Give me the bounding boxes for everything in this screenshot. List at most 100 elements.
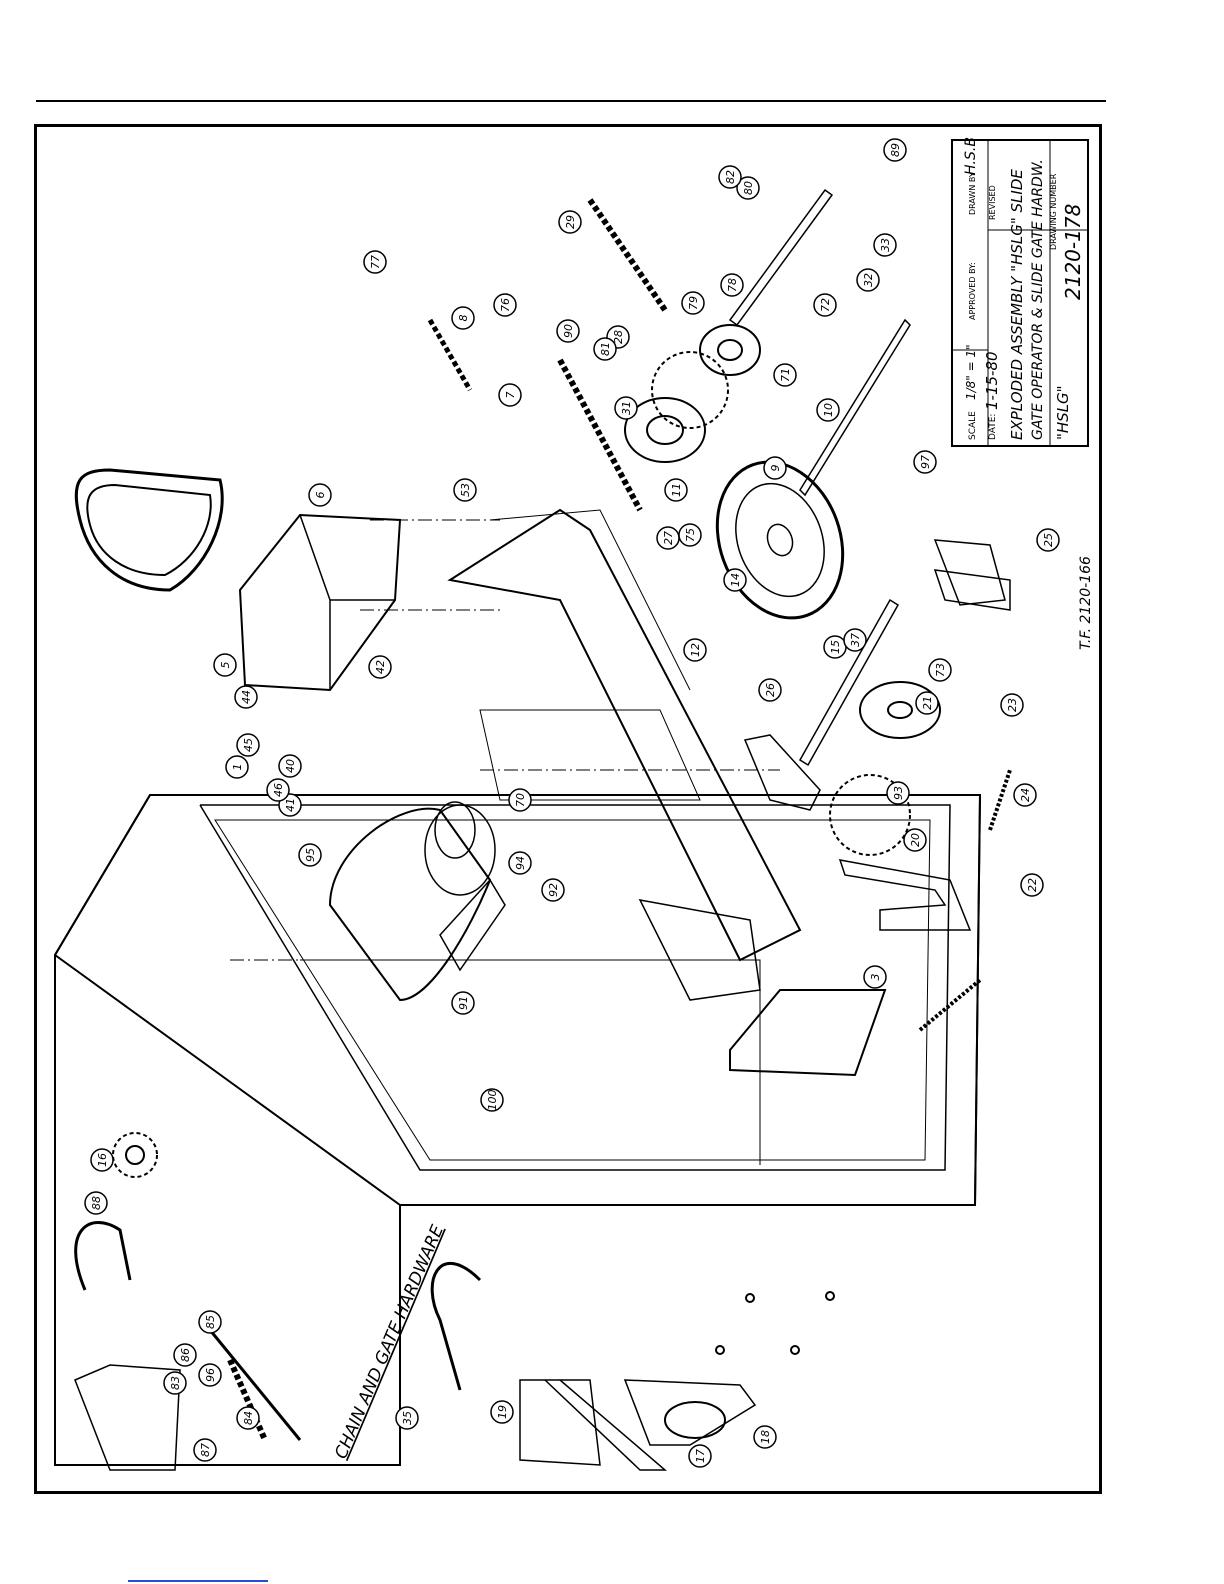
callout-16: 16 [90, 1148, 114, 1172]
base-18 [623, 1379, 757, 1446]
date-label: DATE: [988, 414, 998, 440]
scale-label: SCALE [968, 411, 978, 440]
callout-label: 16 [96, 1153, 109, 1167]
callout-label: 82 [724, 170, 737, 184]
callout-label: 46 [272, 783, 285, 797]
callout-label: 20 [909, 833, 922, 847]
callout-82: 82 [718, 165, 742, 189]
motor-pulley-94 [434, 801, 476, 859]
callout-20: 20 [903, 828, 927, 852]
enclosure-outline [54, 794, 982, 1466]
callout-27: 27 [656, 526, 680, 550]
callout-label: 92 [547, 883, 560, 897]
callout-label: 87 [199, 1443, 212, 1457]
drawing-frame [34, 124, 1102, 1494]
callout-label: 85 [204, 1315, 217, 1329]
callout-label: 81 [599, 342, 612, 356]
callout-label: 15 [829, 640, 842, 654]
enclosure-edges [54, 794, 981, 1206]
callout-79: 79 [681, 291, 705, 315]
callout-label: 7 [504, 392, 517, 399]
callout-label: 28 [612, 330, 625, 344]
callout-label: 17 [694, 1449, 707, 1463]
u-bolt-88 [74, 1221, 132, 1291]
hub-21 [859, 681, 941, 739]
callout-81: 81 [593, 337, 617, 361]
callout-37: 37 [843, 628, 867, 652]
callout-label: 40 [284, 759, 297, 773]
callout-91: 91 [451, 991, 475, 1015]
footer-link-underline[interactable] [128, 1580, 268, 1582]
callout-label: 32 [862, 273, 875, 287]
callout-32: 32 [856, 268, 880, 292]
callout-83: 83 [163, 1371, 187, 1395]
callout-label: 86 [179, 1348, 192, 1362]
callout-label: 100 [486, 1090, 499, 1111]
callout-8: 8 [451, 306, 475, 330]
callout-label: 8 [457, 315, 470, 322]
callout-label: 89 [889, 143, 902, 157]
callout-25: 25 [1036, 528, 1060, 552]
top-rule [36, 100, 1106, 102]
callout-label: 75 [684, 528, 697, 542]
enclosure-inner-rim [199, 804, 951, 1171]
hardware-label: CHAIN AND GATE HARDWARE [331, 1222, 448, 1462]
callout-73: 73 [928, 658, 952, 682]
callout-label: 94 [514, 856, 527, 870]
callout-33: 33 [873, 233, 897, 257]
callout-label: 9 [769, 465, 782, 472]
callout-11: 11 [664, 478, 688, 502]
title-line1: EXPLODED ASSEMBLY "HSLG" SLIDE [1008, 169, 1026, 440]
callout-9: 9 [763, 456, 787, 480]
callout-label: 88 [90, 1196, 103, 1210]
sprocket-20 [829, 774, 911, 856]
sprocket-16 [112, 1132, 158, 1178]
callout-90: 90 [556, 319, 580, 343]
callout-label: 1 [231, 764, 244, 771]
chain-90 [557, 358, 643, 512]
callout-label: 84 [242, 1411, 255, 1425]
callout-label: 45 [242, 738, 255, 752]
spring-24a [918, 978, 982, 1032]
drawing-number-label: DRAWING NUMBER [1049, 173, 1058, 250]
callout-18: 18 [753, 1425, 777, 1449]
belt-5 [74, 468, 224, 592]
callout-label: 12 [689, 643, 702, 657]
drawn-label: DRAWN BY [968, 172, 977, 215]
callout-15: 15 [823, 635, 847, 659]
shaft-15 [798, 598, 900, 767]
plate-3 [729, 989, 887, 1077]
callout-label: 97 [919, 455, 932, 469]
sprocket-28 [651, 351, 729, 429]
callout-7: 7 [498, 383, 522, 407]
revised-label: REVISED [988, 185, 997, 220]
callout-86: 86 [173, 1343, 197, 1367]
callout-label: 33 [879, 238, 892, 252]
callout-label: 95 [304, 848, 317, 862]
callout-label: 53 [459, 483, 472, 497]
callout-label: 77 [369, 255, 382, 269]
callout-label: 3 [869, 974, 882, 981]
callout-6: 6 [308, 483, 332, 507]
callout-label: 22 [1026, 878, 1039, 892]
part-callouts: 1356789101112141516171819202122232425262… [84, 138, 1060, 1468]
callout-12: 12 [683, 638, 707, 662]
callout-17: 17 [688, 1444, 712, 1468]
chain-29 [587, 198, 668, 312]
callout-84: 84 [236, 1406, 260, 1430]
callout-72: 72 [813, 293, 837, 317]
callout-97: 97 [913, 450, 937, 474]
drawn-value: H.S.B [963, 137, 979, 175]
callout-label: 31 [620, 401, 633, 415]
callout-26: 26 [758, 678, 782, 702]
callout-95: 95 [298, 843, 322, 867]
callout-label: 73 [934, 663, 947, 677]
callout-label: 14 [729, 573, 742, 587]
callout-label: 29 [564, 215, 577, 229]
callout-45: 45 [236, 733, 260, 757]
callout-label: 83 [169, 1376, 182, 1390]
callout-label: 23 [1006, 698, 1019, 712]
callout-label: 11 [670, 483, 683, 497]
callout-24: 24 [1013, 783, 1037, 807]
